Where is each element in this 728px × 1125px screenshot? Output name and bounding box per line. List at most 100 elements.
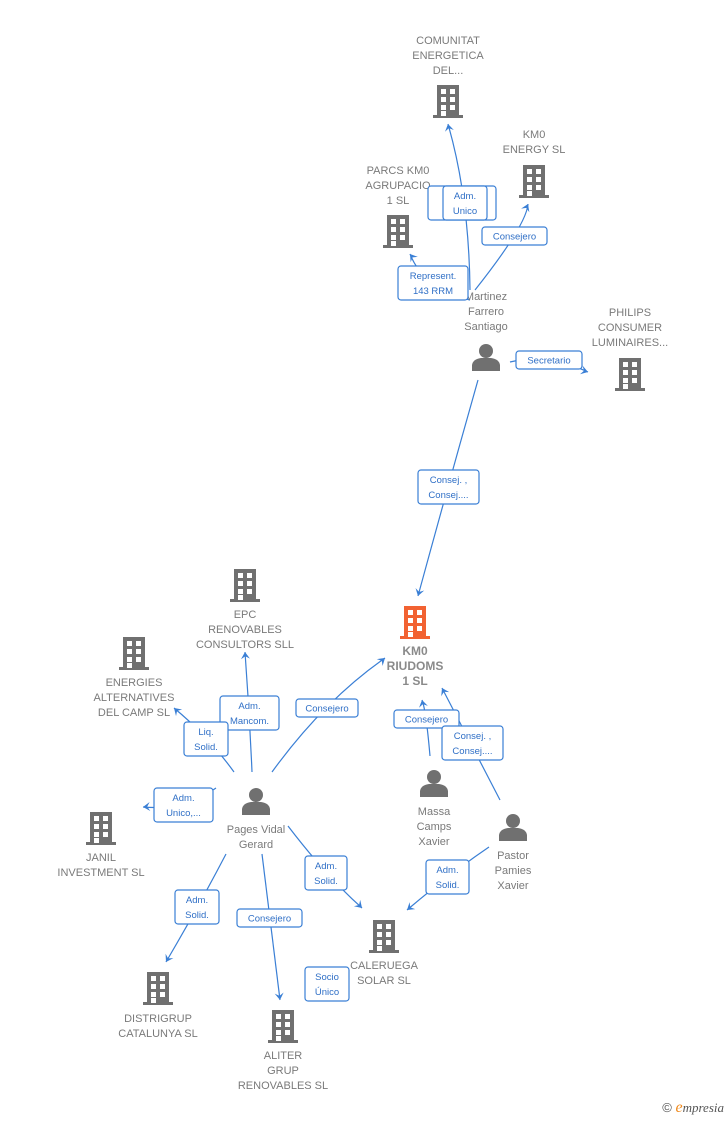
node-label[interactable]: Pages Vidal: [227, 824, 286, 836]
node-label[interactable]: GRUP: [267, 1065, 299, 1077]
node-label[interactable]: ALTERNATIVES: [94, 692, 175, 704]
node-label[interactable]: CONSULTORS SLL: [196, 639, 294, 651]
node-label[interactable]: 1 SL: [402, 674, 427, 688]
node-label[interactable]: LUMINAIRES...: [592, 337, 668, 349]
node-label[interactable]: RENOVABLES SL: [238, 1080, 328, 1092]
node-label[interactable]: RIUDOMS: [387, 659, 444, 673]
edge-label[interactable]: Consejero: [481, 226, 548, 246]
edge-label-text: Consejero: [493, 232, 536, 243]
node-label[interactable]: JANIL: [86, 852, 116, 864]
arrow-icon: [240, 652, 250, 660]
edge-label[interactable]: Adm. Solid.: [425, 859, 470, 895]
node-label[interactable]: Martinez: [465, 291, 507, 303]
node-label[interactable]: CATALUNYA SL: [118, 1028, 197, 1040]
edge-label-text: Unico,...: [166, 808, 201, 819]
node-label[interactable]: CONSUMER: [598, 322, 662, 334]
node-label[interactable]: INVESTMENT SL: [57, 867, 144, 879]
edge-label-text: Consej. ,: [454, 731, 492, 742]
node-energies[interactable]: ENERGIES ALTERNATIVES DEL CAMP SL: [94, 637, 175, 719]
person-icon: [472, 344, 500, 371]
node-janil[interactable]: JANIL INVESTMENT SL: [57, 812, 145, 879]
building-icon: [433, 85, 463, 118]
copyright-icon: ©: [662, 1100, 672, 1115]
edge-label[interactable]: Adm.Unico,...: [153, 787, 214, 823]
node-label[interactable]: Pastor: [497, 850, 529, 862]
edge-label[interactable]: Adm.Solid.: [174, 889, 220, 925]
node-label[interactable]: 1 SL: [387, 195, 410, 207]
node-label[interactable]: CALERUEGA: [350, 960, 419, 972]
edge-label-text: Único: [315, 987, 339, 998]
node-label[interactable]: ALITER: [264, 1050, 303, 1062]
edge-label[interactable]: Secretario: [515, 350, 583, 370]
edge-label-box: [183, 721, 229, 757]
node-label[interactable]: AGRUPACIO: [365, 180, 431, 192]
node-label[interactable]: ENERGIES: [106, 677, 163, 689]
node-label[interactable]: RENOVABLES: [208, 624, 282, 636]
edge-label-box: [236, 908, 303, 928]
edge-label-text: Secretario: [527, 356, 570, 367]
edge-label-text: Solid.: [194, 742, 218, 753]
building-icon: [519, 165, 549, 198]
node-label[interactable]: DEL...: [433, 65, 464, 77]
node-label[interactable]: ENERGETICA: [412, 50, 484, 62]
node-distrigrup[interactable]: DISTRIGRUP CATALUNYA SL: [118, 972, 198, 1040]
arrow-icon: [410, 254, 418, 263]
edge-label-box: [441, 725, 504, 761]
node-label[interactable]: Xavier: [497, 880, 529, 892]
edge-label-box: [425, 859, 470, 895]
node-label[interactable]: COMUNITAT: [416, 35, 480, 47]
edge-label-box: [304, 966, 350, 1002]
edge-label[interactable]: Adm.Unico: [442, 185, 488, 221]
node-label[interactable]: KM0: [402, 644, 428, 658]
node-label[interactable]: ENERGY SL: [503, 144, 566, 156]
edge-label-text: Solid.: [436, 880, 460, 891]
edge-label[interactable]: Consejero: [236, 908, 303, 928]
brand-e: e: [675, 1099, 683, 1116]
node-label[interactable]: Gerard: [239, 839, 273, 851]
node-label[interactable]: Xavier: [418, 836, 450, 848]
edge-label[interactable]: Adm.Solid.: [304, 855, 348, 891]
node-label[interactable]: DISTRIGRUP: [124, 1013, 192, 1025]
edge-label[interactable]: Consejero: [295, 698, 359, 718]
node-label[interactable]: Pamies: [495, 865, 532, 877]
node-label[interactable]: Santiago: [464, 321, 507, 333]
edge-label[interactable]: Adm.Mancom.: [219, 695, 280, 731]
node-label[interactable]: EPC: [234, 609, 257, 621]
edge-label-text: Consejero: [405, 715, 448, 726]
node-label[interactable]: PHILIPS: [609, 307, 651, 319]
node-label[interactable]: Massa: [418, 806, 451, 818]
edge-label-box: [397, 265, 469, 301]
edge-label[interactable]: Consej. ,Consej....: [441, 725, 504, 761]
node-aliter[interactable]: ALITER GRUP RENOVABLES SL: [238, 1010, 328, 1092]
edge-label[interactable]: Liq.Solid.: [183, 721, 229, 757]
arrow-icon: [580, 365, 588, 375]
arrow-icon: [274, 992, 284, 1000]
node-label[interactable]: PARCS KM0: [367, 165, 430, 177]
edge-label[interactable]: Represent.143 RRM: [397, 265, 469, 301]
edge-label[interactable]: Consejero: [393, 709, 460, 729]
person-icon: [499, 814, 527, 841]
node-label[interactable]: DEL CAMP SL: [98, 707, 170, 719]
edge-label-box: [153, 787, 214, 823]
node-philips[interactable]: PHILIPS CONSUMER LUMINAIRES...: [592, 307, 668, 391]
edge-label-text: Adm.: [436, 865, 458, 876]
node-label[interactable]: Camps: [417, 821, 452, 833]
node-caleruega[interactable]: CALERUEGA SOLAR SL: [350, 920, 419, 987]
node-label[interactable]: SOLAR SL: [357, 975, 411, 987]
brand-logo[interactable]: © empresia: [662, 1099, 724, 1117]
node-comunitat[interactable]: COMUNITAT ENERGETICA DEL...: [412, 35, 484, 118]
node-label[interactable]: KM0: [523, 129, 546, 141]
node-epc[interactable]: EPC RENOVABLES CONSULTORS SLL: [196, 569, 294, 651]
arrow-icon: [376, 658, 385, 666]
edge-label-text: Unico: [453, 206, 477, 217]
node-label[interactable]: Farrero: [468, 306, 504, 318]
edge-label[interactable]: Consej. ,Consej....: [417, 469, 480, 505]
